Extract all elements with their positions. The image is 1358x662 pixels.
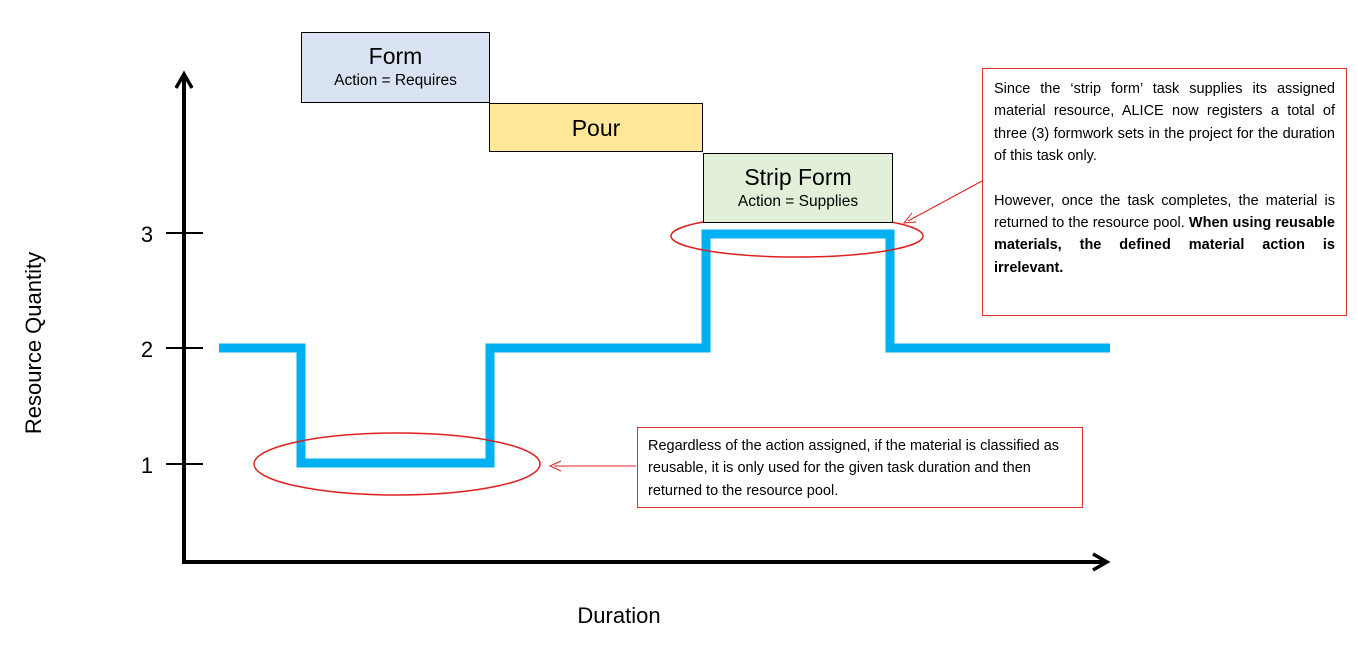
y-tick-label-3: 3 xyxy=(140,222,154,247)
note-strip-paragraph-1: Since the ‘strip form’ task supplies its… xyxy=(994,81,1335,165)
resource-step-line xyxy=(219,229,1110,468)
task-strip-title: Strip Form xyxy=(744,164,852,190)
x-axis-label: Duration xyxy=(577,603,661,628)
note-reusable-material: Regardless of the action assigned, if th… xyxy=(637,427,1083,508)
note-strip-form: Since the ‘strip form’ task supplies its… xyxy=(982,68,1347,316)
y-tick-label-1: 1 xyxy=(140,453,154,478)
task-strip-action: Action = Supplies xyxy=(737,193,859,210)
task-box-strip-form: Strip Form Action = Supplies xyxy=(703,153,893,223)
callout-arrow-strip-line xyxy=(907,180,983,222)
task-box-pour: Pour xyxy=(489,103,703,152)
task-form-title: Form xyxy=(368,43,423,69)
task-pour-title: Pour xyxy=(571,115,621,141)
callout-arrow-reuse-head xyxy=(548,460,562,472)
task-form-action: Action = Requires xyxy=(334,72,457,89)
y-axis-arrowhead xyxy=(174,70,194,89)
task-box-form: Form Action = Requires xyxy=(301,32,490,103)
note-strip-paragraph-2-bold: When using reusable materials, the defin… xyxy=(994,215,1335,276)
note-strip-paragraph-2: However, once the task completes, the ma… xyxy=(994,190,1335,280)
highlight-ellipse-quantity-1 xyxy=(253,432,541,496)
y-axis-label: Resource Quantity xyxy=(21,251,46,435)
note-strip-paragraph-2-text: However, once the task completes, the ma… xyxy=(994,192,1335,232)
x-axis-arrowhead xyxy=(1092,552,1111,572)
callout-arrow-strip-head xyxy=(902,212,917,224)
y-tick-label-2: 2 xyxy=(140,337,154,362)
